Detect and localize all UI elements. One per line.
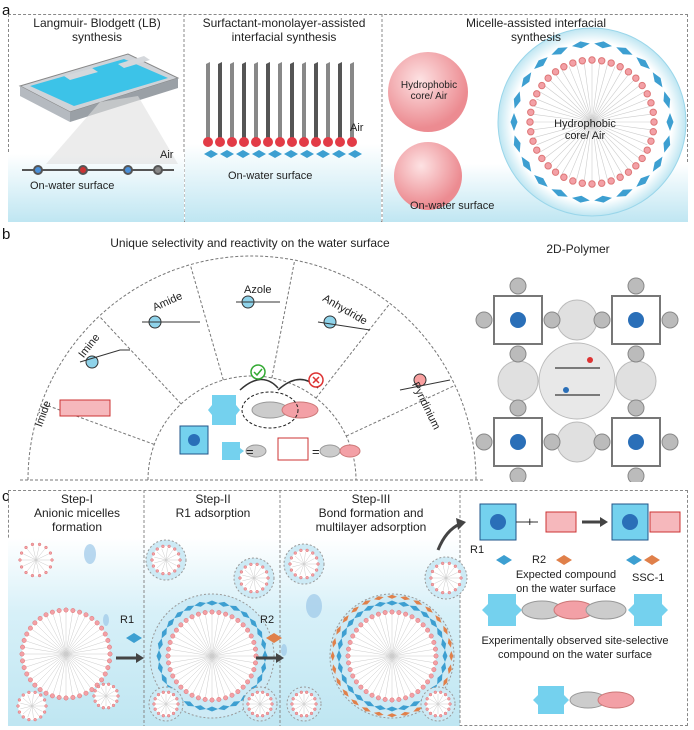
c-observed: Experimentally observed site-selective c…	[481, 635, 669, 661]
small-micelle-icon-2	[394, 142, 462, 210]
panel-a-art: /* placeholder */	[8, 14, 688, 222]
r1-molecule-icon	[479, 503, 538, 541]
ssc1-molecule-icon	[611, 503, 681, 541]
r1-diamond-icon	[126, 633, 142, 643]
small-micelle-icon	[388, 52, 468, 132]
panel-c-label: c	[2, 488, 10, 505]
expected-compound-icon	[482, 594, 668, 626]
c-product-label: SSC-1	[632, 572, 665, 584]
a-col3-core-big: Hydrophobic core/ Air	[554, 118, 616, 142]
legend-porphyrin-icon	[222, 442, 267, 460]
a-col2-air: Air	[350, 122, 364, 134]
r2-molecule-icon	[545, 511, 577, 533]
legend-dianhydride-icon	[277, 437, 361, 461]
panel-a-label: a	[2, 2, 11, 19]
reaction-scheme-icon	[208, 364, 324, 429]
porphyrin-small-icon	[179, 425, 209, 455]
c-step1: Step-I Anionic micelles formation	[33, 492, 121, 534]
observed-compound-icon	[533, 686, 635, 714]
check-icon	[250, 364, 266, 380]
c-expected: Expected compound on the water surface	[515, 569, 617, 595]
a-col2-surface: On-water surface	[228, 170, 313, 182]
a-col3-core-small: Hydrophobic core/ Air	[400, 80, 458, 102]
equals-a: =	[246, 444, 254, 459]
polymer-2d-icon	[475, 277, 679, 482]
a-col2-title: Surfactant-monolayer-assisted interfacia…	[202, 16, 366, 44]
b-title: Unique selectivity and reactivity on the…	[110, 236, 390, 250]
c-step3: Step-III Bond formation and multilayer a…	[315, 492, 427, 534]
panel-c-art	[8, 490, 681, 726]
panel-b-art	[20, 255, 679, 482]
equals-b: =	[312, 444, 320, 459]
a-col3-surface: On-water surface	[410, 200, 495, 212]
a-col1-title: Langmuir- Blodgett (LB) synthesis	[33, 16, 161, 44]
c-step2: Step-II R1 adsorption	[175, 492, 251, 520]
sector-azole: Azole	[244, 284, 272, 296]
c-r1-label: R1	[470, 544, 485, 556]
b-polymer-title: 2D-Polymer	[546, 242, 610, 256]
a-col1-air: Air	[160, 149, 174, 161]
r2-diamond-icon	[266, 633, 282, 643]
panel-b-label: b	[2, 226, 11, 243]
molecule-chain-icon	[22, 165, 174, 175]
c-r1-arrow-label: R1	[120, 614, 135, 626]
a-col1-surface: On-water surface	[30, 180, 115, 192]
lb-trough-icon	[18, 53, 180, 122]
c-r2-label: R2	[532, 554, 547, 566]
c-plus: +	[526, 514, 534, 529]
a-col3-title: Micelle-assisted interfacial synthesis	[465, 16, 607, 44]
c-r2-arrow-label: R2	[260, 614, 275, 626]
